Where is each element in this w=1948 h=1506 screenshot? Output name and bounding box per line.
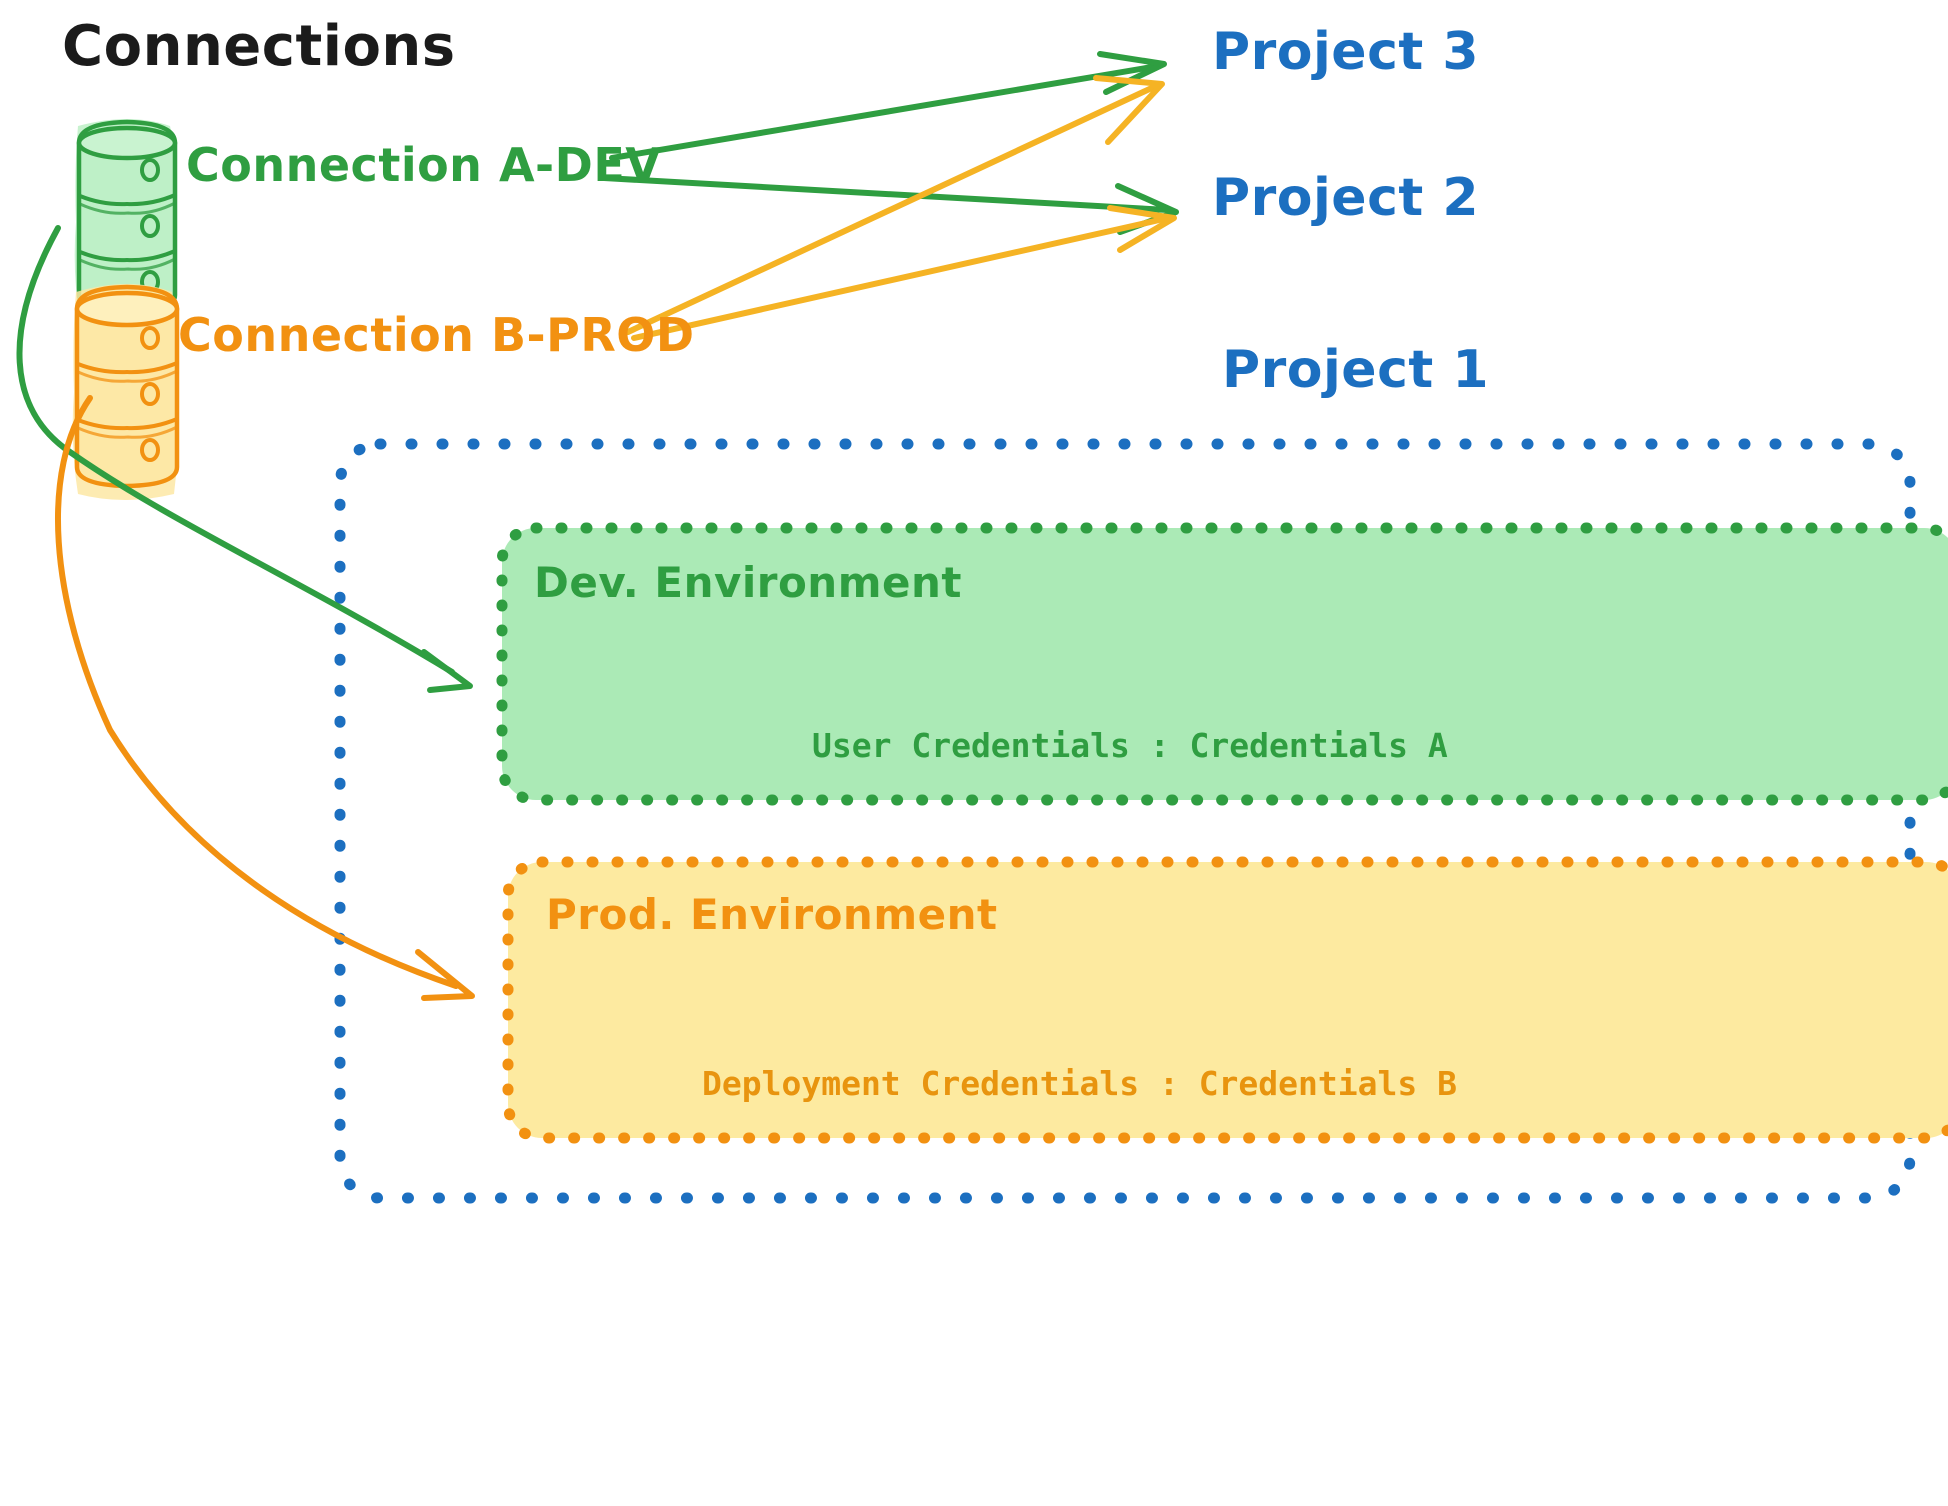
arrow-a-dev-to-dev-environment xyxy=(16,225,473,693)
project-1-boundary xyxy=(334,438,1916,1204)
arrow-b-prod-to-project-2 xyxy=(631,205,1177,341)
dev-environment-credentials: User Credentials : Credentials A xyxy=(812,726,1448,765)
dev-environment-box[interactable] xyxy=(496,522,1948,806)
connection-a-dev-icon[interactable] xyxy=(74,119,178,326)
arrow-a-dev-to-project-2 xyxy=(601,175,1179,235)
connection-a-dev-label[interactable]: Connection A-DEV xyxy=(186,138,662,192)
dev-environment-title: Dev. Environment xyxy=(534,558,962,607)
connection-b-prod-label[interactable]: Connection B-PROD xyxy=(178,308,695,362)
project-3-label[interactable]: Project 3 xyxy=(1212,22,1480,82)
connection-b-prod-icon[interactable] xyxy=(72,284,180,500)
project-2-label[interactable]: Project 2 xyxy=(1212,168,1480,228)
prod-environment-box[interactable] xyxy=(502,856,1948,1144)
arrow-b-prod-to-prod-environment xyxy=(55,395,475,1001)
prod-environment-title: Prod. Environment xyxy=(546,890,998,939)
arrow-a-dev-to-project-3 xyxy=(609,51,1167,161)
arrow-b-prod-to-project-3 xyxy=(625,75,1165,335)
prod-environment-credentials: Deployment Credentials : Credentials B xyxy=(702,1064,1457,1103)
project-1-label[interactable]: Project 1 xyxy=(1222,340,1490,400)
page-title: Connections xyxy=(62,14,456,79)
